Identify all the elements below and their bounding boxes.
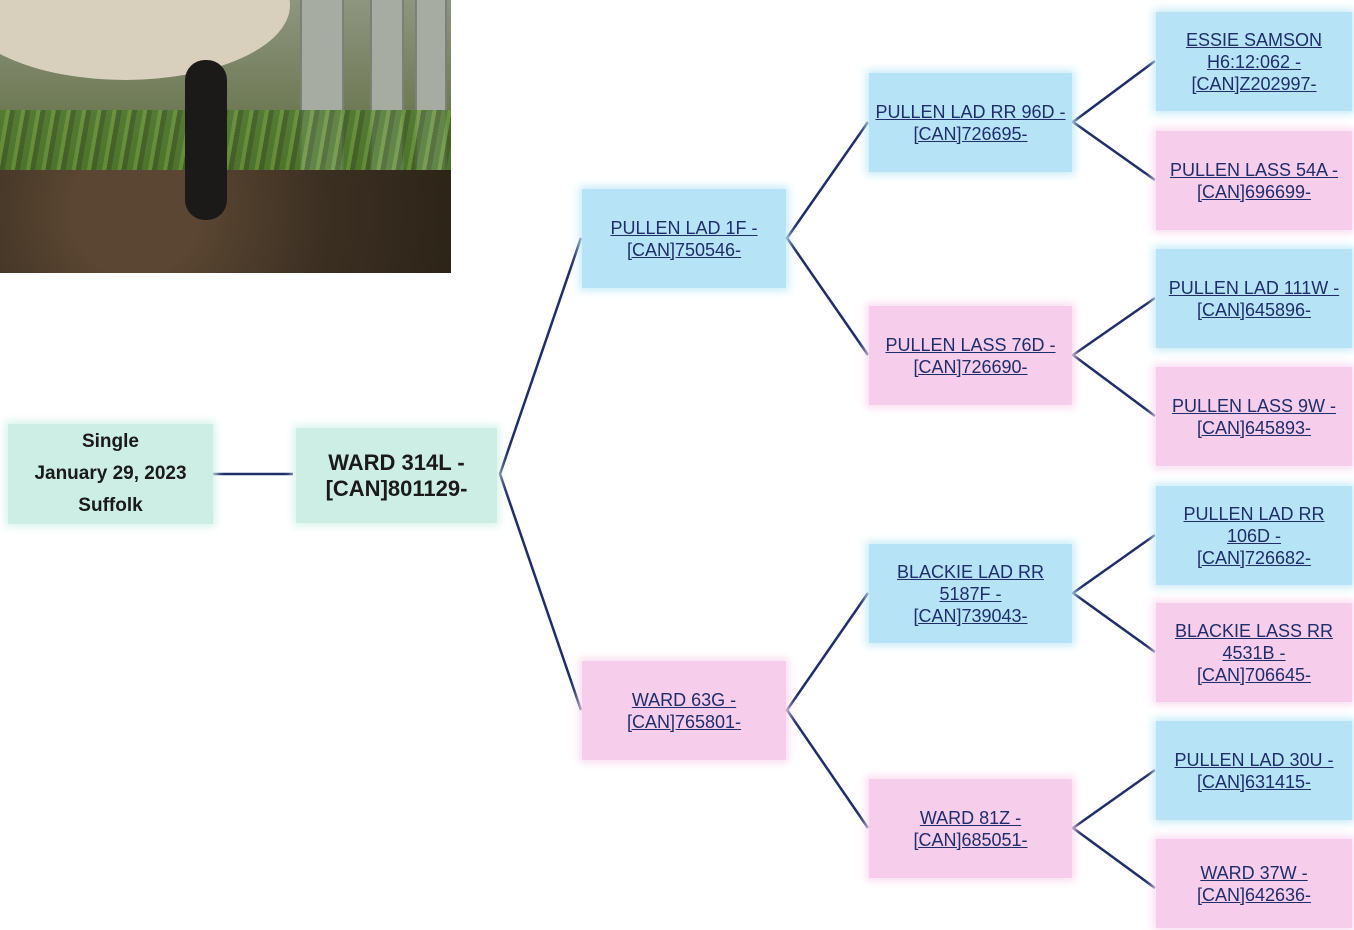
sd-dam-link[interactable]: PULLEN LASS 9W - <box>1171 395 1337 416</box>
sire-reg-link[interactable]: [CAN]750546- <box>626 239 742 260</box>
sd-dam-reg-link[interactable]: [CAN]645893- <box>1196 417 1312 438</box>
sire-link[interactable]: PULLEN LAD 1F - <box>610 217 758 238</box>
dam-link[interactable]: WARD 63G - <box>631 689 737 710</box>
subject-reg: [CAN]801129- <box>325 475 468 501</box>
dam-sire-box: BLACKIE LAD RR 5187F - [CAN]739043- <box>869 544 1072 643</box>
birth-info-box: Single January 29, 2023 Suffolk <box>8 424 213 524</box>
dam-dam-reg-link[interactable]: [CAN]685051- <box>913 829 1028 850</box>
sire-dam-reg-link[interactable]: [CAN]726690- <box>913 356 1028 377</box>
subject-name: WARD 314L - <box>328 449 465 475</box>
ss-dam-link[interactable]: PULLEN LASS 54A - <box>1169 159 1339 180</box>
dd-dam-box: WARD 37W - [CAN]642636- <box>1156 839 1352 928</box>
ds-dam-reg-link[interactable]: [CAN]706645- <box>1196 664 1312 685</box>
dam-reg-link[interactable]: [CAN]765801- <box>626 711 742 732</box>
birth-date: January 29, 2023 <box>34 463 187 484</box>
subject-animal-box: WARD 314L - [CAN]801129- <box>296 428 497 523</box>
dam-box: WARD 63G - [CAN]765801- <box>582 661 786 760</box>
dam-dam-link[interactable]: WARD 81Z - <box>919 807 1022 828</box>
ds-dam-box: BLACKIE LASS RR 4531B - [CAN]706645- <box>1156 603 1352 702</box>
ss-sire-reg-link[interactable]: [CAN]Z202997- <box>1191 73 1317 94</box>
sd-sire-link[interactable]: PULLEN LAD 111W - <box>1168 277 1340 298</box>
dd-sire-box: PULLEN LAD 30U - [CAN]631415- <box>1156 721 1352 820</box>
ds-sire-box: PULLEN LAD RR 106D - [CAN]726682- <box>1156 486 1352 585</box>
sd-dam-box: PULLEN LASS 9W - [CAN]645893- <box>1156 367 1352 466</box>
dam-dam-box: WARD 81Z - [CAN]685051- <box>869 779 1072 878</box>
ss-sire-link[interactable]: ESSIE SAMSON H6:12:062 - <box>1185 29 1323 72</box>
ss-dam-reg-link[interactable]: [CAN]696699- <box>1196 181 1312 202</box>
dam-sire-reg-link[interactable]: [CAN]739043- <box>913 605 1028 626</box>
dam-sire-link[interactable]: BLACKIE LAD RR 5187F - <box>896 561 1045 604</box>
ss-dam-box: PULLEN LASS 54A - [CAN]696699- <box>1156 131 1352 230</box>
ds-sire-link[interactable]: PULLEN LAD RR 106D - <box>1183 503 1325 546</box>
ds-sire-reg-link[interactable]: [CAN]726682- <box>1196 547 1312 568</box>
sire-sire-link[interactable]: PULLEN LAD RR 96D - <box>875 101 1066 122</box>
sire-dam-box: PULLEN LASS 76D - [CAN]726690- <box>869 306 1072 405</box>
dd-sire-link[interactable]: PULLEN LAD 30U - <box>1174 749 1334 770</box>
ss-sire-box: ESSIE SAMSON H6:12:062 - [CAN]Z202997- <box>1156 12 1352 111</box>
sheep-photo <box>0 0 451 273</box>
breed: Suffolk <box>78 495 143 516</box>
ds-dam-link[interactable]: BLACKIE LASS RR 4531B - <box>1174 620 1334 663</box>
sire-sire-box: PULLEN LAD RR 96D - [CAN]726695- <box>869 73 1072 172</box>
birth-type: Single <box>81 431 139 452</box>
dd-dam-link[interactable]: WARD 37W - <box>1200 862 1308 883</box>
sire-dam-link[interactable]: PULLEN LASS 76D - <box>885 334 1056 355</box>
sd-sire-reg-link[interactable]: [CAN]645896- <box>1196 299 1312 320</box>
dd-dam-reg-link[interactable]: [CAN]642636- <box>1196 884 1312 905</box>
sire-box: PULLEN LAD 1F - [CAN]750546- <box>582 189 786 288</box>
sd-sire-box: PULLEN LAD 111W - [CAN]645896- <box>1156 249 1352 348</box>
dd-sire-reg-link[interactable]: [CAN]631415- <box>1196 771 1312 792</box>
sire-sire-reg-link[interactable]: [CAN]726695- <box>913 123 1028 144</box>
